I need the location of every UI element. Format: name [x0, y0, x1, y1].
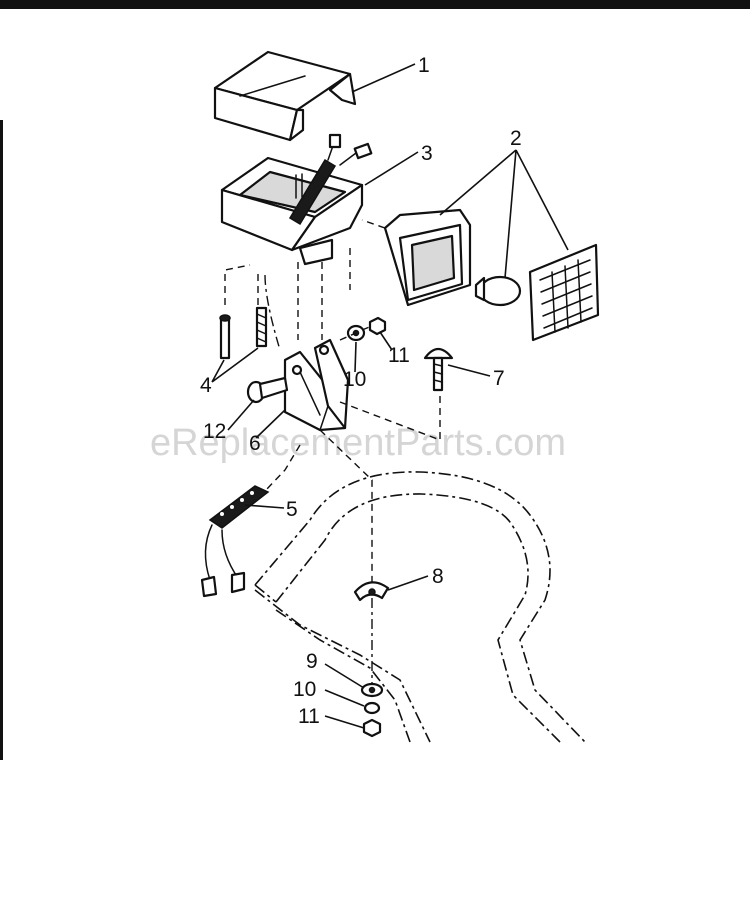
- callout-2: 2: [510, 127, 522, 150]
- part-6-bracket: [283, 338, 350, 432]
- part-1-cover: [213, 50, 357, 142]
- callout-10-upper: 10: [343, 368, 366, 391]
- callout-11-upper: 11: [388, 344, 410, 367]
- callout-12: 12: [203, 420, 226, 443]
- part-9-washer-lower: [360, 682, 384, 698]
- part-10-washer-lower: [363, 701, 381, 715]
- part-3-housing: [220, 133, 373, 266]
- callout-6: 6: [249, 432, 261, 455]
- callout-1: 1: [418, 54, 430, 77]
- callout-11-lower: 11: [298, 705, 320, 728]
- callout-4: 4: [200, 374, 212, 397]
- part-11-nut-lower: [362, 718, 382, 738]
- left-edge-mark: [0, 120, 3, 760]
- part-8-spacer: [353, 581, 390, 602]
- part-4-screws: [219, 306, 268, 360]
- callout-3: 3: [421, 142, 433, 165]
- callout-labels: 1 2 3 4 5 6 7 8 9 10 10 11 11 12: [200, 54, 522, 728]
- callout-9: 9: [306, 650, 318, 673]
- part-2-lamp-assembly: [383, 208, 600, 342]
- part-7-carriage-bolt: [423, 347, 454, 392]
- callout-7: 7: [493, 367, 505, 390]
- callout-5: 5: [286, 498, 298, 521]
- callout-8: 8: [432, 565, 444, 588]
- part-5-light-strip: [200, 485, 270, 598]
- assembly-lines: [224, 219, 441, 685]
- top-border-bar: [0, 0, 750, 9]
- part-11-nut-upper: [368, 316, 387, 336]
- leader-lines: [211, 63, 569, 729]
- part-12-bolt: [246, 376, 289, 404]
- callout-10-lower: 10: [293, 678, 316, 701]
- watermark-text: eReplacementParts.com: [150, 422, 566, 464]
- handle-frame: [254, 471, 586, 743]
